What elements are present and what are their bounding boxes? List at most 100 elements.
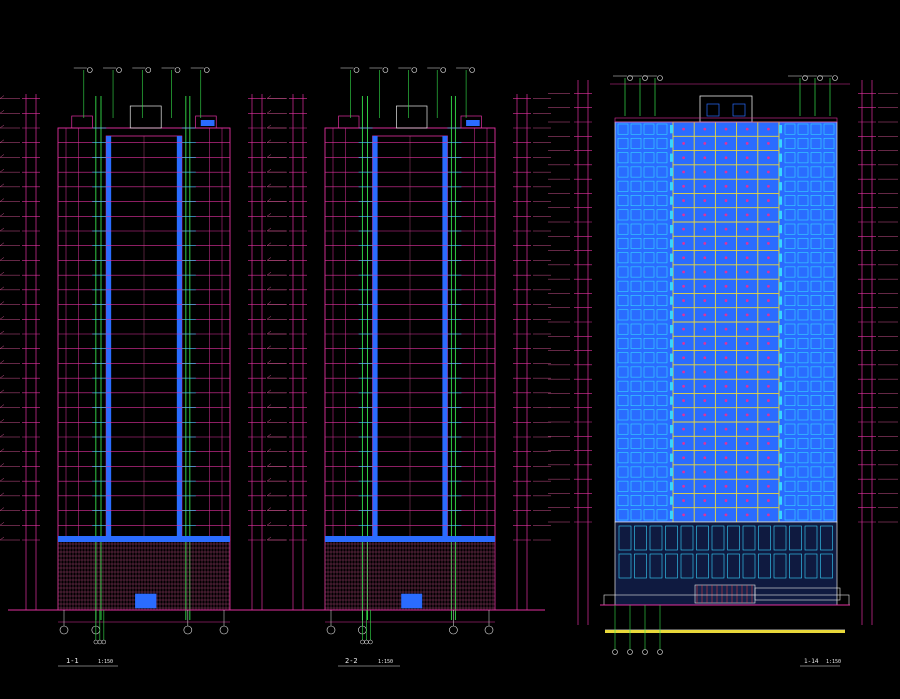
window-tag [703, 427, 707, 431]
level-marker [0, 507, 5, 511]
window-tag [703, 513, 707, 517]
window [823, 252, 835, 264]
window [630, 509, 642, 521]
window [643, 166, 655, 178]
window [810, 166, 822, 178]
window [810, 466, 822, 478]
window [617, 380, 629, 392]
annotation-bubble [832, 75, 838, 81]
balcony-rail [779, 239, 782, 248]
level-marker [0, 360, 5, 364]
window [784, 395, 796, 407]
window [656, 480, 668, 492]
window [617, 480, 629, 492]
window-tag [745, 213, 749, 217]
window [810, 195, 822, 207]
window [784, 323, 796, 335]
balcony-rail [670, 182, 673, 191]
level-marker [266, 477, 272, 482]
window [810, 280, 822, 292]
window-tag [745, 370, 749, 374]
window [656, 266, 668, 278]
podium-window [665, 553, 678, 579]
level-marker [266, 154, 272, 158]
balcony-rail [670, 325, 673, 334]
window-tag [682, 127, 685, 131]
window [656, 223, 668, 235]
annotation-bubble [657, 75, 663, 81]
window [656, 309, 668, 321]
window [784, 223, 796, 235]
window [630, 209, 642, 221]
level-marker [0, 448, 5, 452]
level-marker [266, 110, 272, 114]
podium-window [789, 553, 802, 579]
balcony-rail [779, 439, 782, 448]
window [643, 180, 655, 192]
roof-parapet [71, 115, 93, 129]
balcony-rail [670, 510, 673, 519]
window-tag [724, 156, 728, 160]
window [643, 452, 655, 464]
annotation-bubble [87, 67, 93, 73]
window [810, 352, 822, 364]
window [797, 480, 809, 492]
window [656, 237, 668, 249]
window [617, 466, 629, 478]
window [784, 280, 796, 292]
window [656, 280, 668, 292]
balcony-rail [670, 210, 673, 219]
window-tag [682, 356, 685, 360]
window [784, 137, 796, 149]
level-marker [266, 522, 272, 526]
balcony-rail [670, 353, 673, 362]
window [810, 409, 822, 421]
balcony-rail [670, 482, 673, 491]
window [797, 466, 809, 478]
window-tag [724, 427, 728, 431]
window [810, 152, 822, 164]
window [810, 437, 822, 449]
caption-section-2-scale: 1:150 [378, 659, 393, 665]
window [810, 237, 822, 249]
window [797, 180, 809, 192]
level-marker [266, 448, 272, 452]
level-marker [0, 492, 5, 497]
window [656, 152, 668, 164]
window [823, 323, 835, 335]
window [643, 509, 655, 521]
level-marker [266, 507, 272, 511]
window [784, 352, 796, 364]
window-tag [682, 499, 685, 502]
window [797, 509, 809, 521]
balcony-rail [670, 425, 673, 434]
window [797, 295, 809, 307]
window [656, 395, 668, 407]
window [797, 223, 809, 235]
balcony-rail [779, 396, 782, 405]
window-tag [767, 427, 770, 431]
balcony-rail [779, 210, 782, 219]
window-tag [767, 199, 770, 202]
window [656, 366, 668, 378]
window-tag [703, 213, 707, 217]
window-tag [703, 256, 707, 260]
window-tag [682, 427, 685, 431]
balcony-rail [779, 367, 782, 377]
window [797, 352, 809, 364]
podium-window [680, 525, 694, 551]
window [797, 423, 809, 435]
window [784, 166, 796, 178]
window [643, 137, 655, 149]
window [784, 180, 796, 192]
window-tag [682, 399, 685, 402]
level-marker [266, 345, 272, 349]
window [630, 395, 642, 407]
podium-window [804, 553, 818, 579]
level-marker [266, 419, 272, 423]
level-marker [0, 271, 5, 276]
window [643, 323, 655, 335]
grid-bubble [183, 625, 193, 635]
podium-window [820, 553, 833, 579]
annotation-bubble [101, 639, 107, 645]
